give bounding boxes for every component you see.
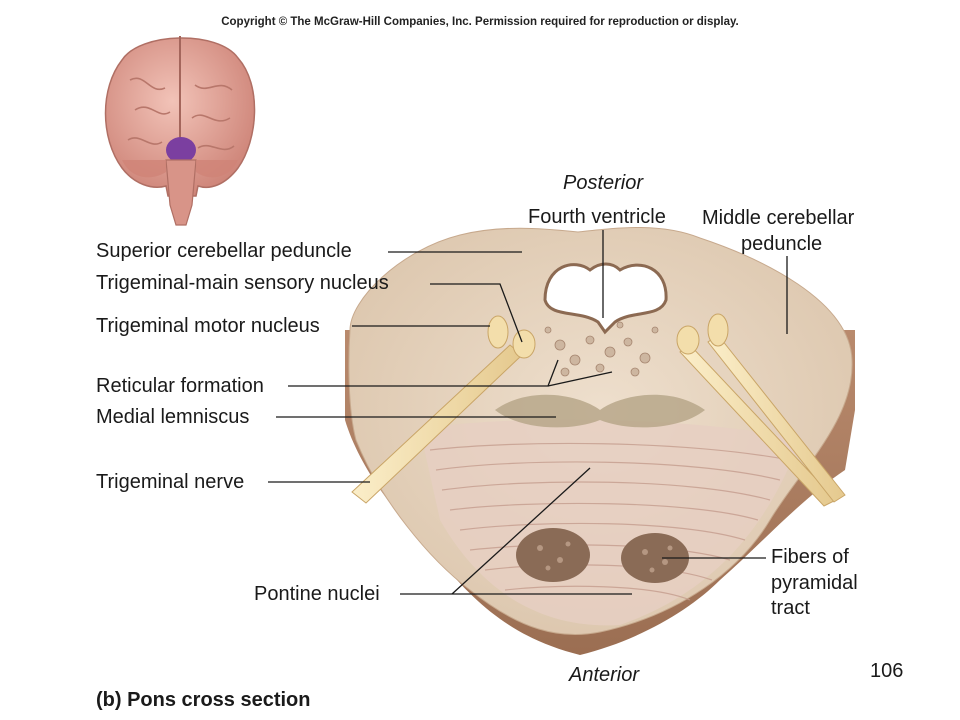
brain-thumbnail: [104, 36, 256, 226]
label-fibers-pyramidal-line3: tract: [771, 597, 810, 619]
label-pontine-nuclei: Pontine nuclei: [254, 583, 380, 605]
copyright-notice: Copyright © The McGraw-Hill Companies, I…: [221, 16, 739, 28]
label-middle-cerebellar-peduncle-line2: peduncle: [741, 233, 823, 255]
pons-section: [345, 227, 855, 655]
label-superior-cerebellar-peduncle: Superior cerebellar peduncle: [96, 240, 352, 262]
label-fibers-pyramidal-line1: Fibers of: [771, 546, 849, 568]
orientation-anterior: Anterior: [569, 664, 640, 686]
label-middle-cerebellar-peduncle-line1: Middle cerebellar: [702, 207, 855, 229]
label-trigeminal-nerve: Trigeminal nerve: [96, 471, 245, 493]
leader-lines: [268, 230, 788, 595]
label-trigeminal-motor-nucleus: Trigeminal motor nucleus: [96, 315, 320, 337]
label-fibers-pyramidal-line2: pyramidal: [771, 572, 858, 594]
label-fourth-ventricle: Fourth ventricle: [528, 206, 666, 228]
label-reticular-formation: Reticular formation: [96, 375, 264, 397]
label-medial-lemniscus: Medial lemniscus: [96, 406, 250, 428]
figure-caption: (b) Pons cross section: [96, 689, 311, 711]
orientation-posterior: Posterior: [563, 172, 644, 194]
label-trigeminal-main-sensory-nucleus: Trigeminal-main sensory nucleus: [96, 272, 389, 294]
page-number: 106: [870, 660, 904, 682]
